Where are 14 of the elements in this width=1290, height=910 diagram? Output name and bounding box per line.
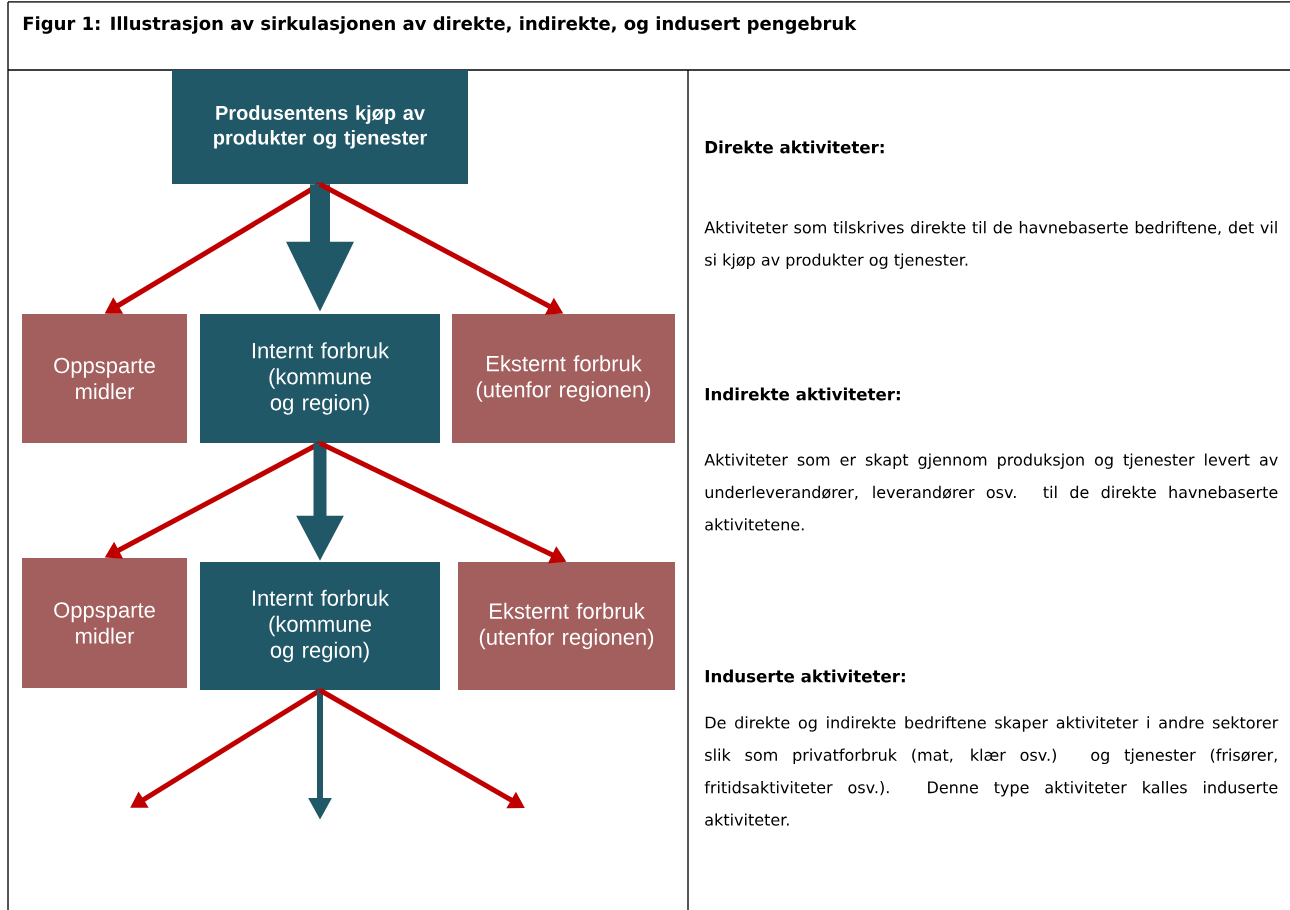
section-heading: Induserte aktiviteter: [705, 669, 905, 683]
figure-title: Figur 1: Illustrasjon av sirkulasjonen av direkte, indirekte, og indusert pengebruk [23, 16, 857, 34]
process-box: Eksternt forbruk (utenfor regionen) [458, 562, 675, 690]
process-box: Eksternt forbruk (utenfor regionen) [452, 314, 675, 443]
section-heading: Direkte aktiviteter: [705, 140, 884, 154]
paragraph: Aktiviteter som tilskrives direkte til de havnebaserte bedriftene, det vil si kjøp av produkter og tjenester. [704, 221, 1277, 269]
paragraph: Aktiviteter som er skapt gjennom produksjon og tjenester levert av underleverandører, leverandører osv. til de direkte havnebaserte aktivitetene. [704, 453, 1278, 531]
paragraph: De direkte og indirekte bedriftene skaper aktiviteter i andre sektorer slik som privatforbruk (mat, klær osv.) og tjenester (frisører, fritidsaktiviteter osv.). Denne type aktiviteter kalles induserte aktiviteter. [704, 716, 1279, 826]
process-box: Oppsparte midler [22, 314, 187, 443]
process-box: Internt forbruk (kommune og region) [200, 562, 440, 690]
process-box: Produsentens kjøp av produkter og tjenester [172, 70, 468, 184]
process-box: Internt forbruk (kommune og region) [200, 314, 440, 443]
section-heading: Indirekte aktiviteter: [705, 387, 900, 401]
process-box: Oppsparte midler [22, 558, 187, 688]
